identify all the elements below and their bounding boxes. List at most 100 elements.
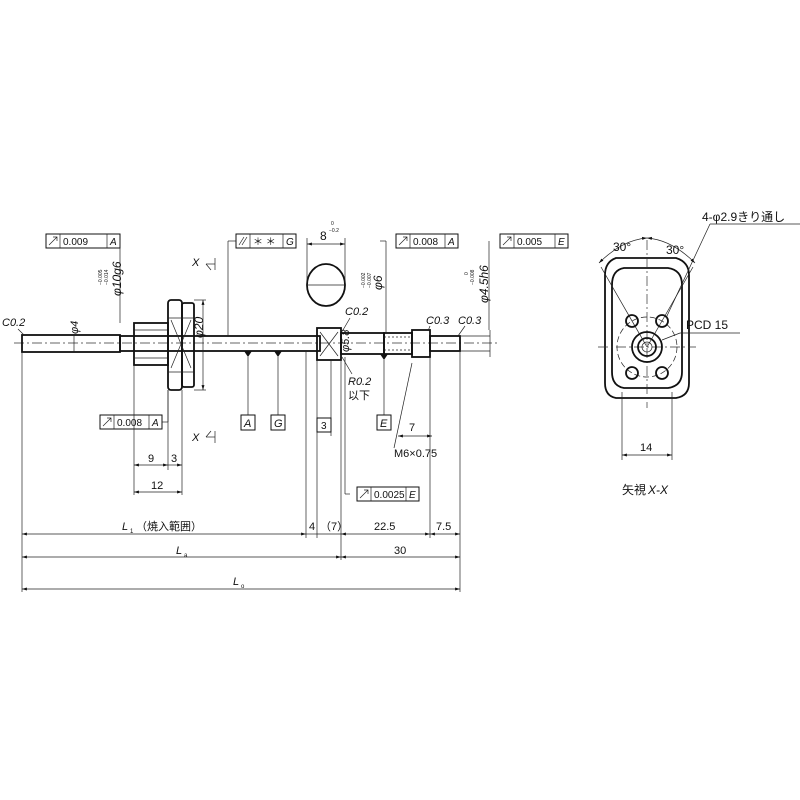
dim-30: 30 [394,545,406,557]
phi5-label: φ5.8 [340,329,352,352]
phi20-label: φ20 [192,316,206,338]
angle-right: 30° [666,243,684,257]
phi45-tol-up: 0 [464,272,470,275]
tolerance-datum: A [109,237,117,248]
dim-8-tol-lo: −0.2 [329,228,339,234]
section-mark-bottom: X [191,432,200,444]
tolerance-value: 0.0025 [374,490,405,501]
phi45-tol-lo: −0.008 [470,269,476,285]
r02-note: 以下 [348,390,370,402]
left-thread-section [21,334,121,353]
chamfer-c02-left: C0.2 [2,317,25,329]
l1-symbol: L [122,521,128,533]
pcd-circle [616,316,678,378]
phi10-tol-up: −0.005 [98,269,104,285]
tolerance-frame-tf-00025-e: 0.0025 E [356,486,420,502]
r02-label: R0.2 [348,376,371,388]
dim-3-box [316,417,332,433]
nut-body [133,322,169,366]
bore-inner [637,337,657,357]
view-caption-prefix: 矢視 [622,482,646,497]
pcd-label: PCD 15 [686,318,728,332]
phi10-tol-lo: −0.014 [104,269,110,285]
runout-icon [102,417,112,427]
dim-22-5: 22.5 [374,521,395,533]
shoulder [411,329,431,358]
feature-labels: C0.2 φ4 φ10g6 −0.005 −0.014 φ20 C0.2 φ5.… [2,261,491,460]
phi6-tol-lo: −0.007 [367,272,373,288]
tolerance-datum: A [447,237,455,248]
dimensions: 9 3 12 3 L 1 （焼入範囲） 4 （7） 22.5 7.5 L a 3… [21,351,461,592]
phi6-label: φ6 [371,275,385,290]
phi10g6-label: φ10g6 [110,261,124,296]
mount-hole-4 [655,366,669,380]
tolerance-value: 0.005 [517,237,542,248]
view-caption-name: X-X [647,483,669,497]
m6-thread-label: M6×0.75 [394,448,437,460]
flange-face [611,267,683,389]
width-14: 14 [640,442,652,454]
chamfer-c03-a: C0.3 [426,315,450,327]
holes-note: 4-φ2.9きり通し [702,210,785,224]
bore-core [641,341,653,353]
mount-hole-2 [655,314,669,328]
datum-a-letter: A [243,418,251,430]
datum-markers: A G E [240,351,392,431]
dim-12: 12 [151,480,163,492]
dim-8-label: 8 [320,229,327,243]
datum-g-letter: G [274,418,283,430]
phi6-tol-up: −0.002 [361,272,367,288]
dim-3-flange: 3 [171,453,177,465]
l1-subscript: 1 [130,529,134,535]
tolerance-frame-tf-0008-a-top: 0.008 A [395,233,459,249]
parallelism-icon [238,236,248,246]
dim-8-tol-up: 0 [331,221,334,227]
lo-subscript: o [241,584,245,590]
tolerance-datum: E [409,490,416,501]
angle-left: 30° [613,240,631,254]
tolerance-datum: E [558,237,565,248]
section-mark-top: X [191,257,200,269]
phi45h6-label: φ4.5h6 [477,265,491,303]
dim-7-thread: 7 [409,422,415,434]
side-view: 30° 30° 4-φ2.9きり通し PCD 15 14 矢視 X-X [598,210,800,497]
l1-note: （焼入範囲） [136,519,202,533]
section-arrows: X X [191,257,216,444]
tolerance-frame-tf-stars-g: ＊ ＊G [235,233,297,249]
datum-a-box [240,414,256,431]
chamfer-c02-right: C0.2 [345,306,368,318]
m6-thread [383,332,413,355]
dim-9: 9 [148,453,154,465]
dim-4: 4 [309,521,315,533]
runout-icon [48,236,58,246]
screw-shaft [119,335,321,352]
datum-e-box [376,414,392,431]
datum-e-letter: E [380,418,388,430]
end-phi45 [429,335,461,352]
tolerance-datum: A [151,418,159,429]
mount-hole-1 [625,314,639,328]
tolerance-value: 0.008 [117,418,142,429]
dim-7-ref: （7） [320,520,348,533]
nut-flange-side [181,302,195,388]
tolerance-frame-tf-0005-e: 0.005 E [499,233,569,249]
chamfer-c03-b: C0.3 [458,315,482,327]
tolerance-value: 0.009 [63,237,88,248]
lo-symbol: L [233,576,239,588]
runout-icon [398,236,408,246]
bore-outer [631,331,663,363]
dim-7-5: 7.5 [436,521,451,533]
d-cut-section: 8 0 −0.2 [306,221,346,307]
dim-3-bearing: 3 [321,421,327,432]
tolerance-value: ＊ ＊ [253,237,276,248]
phi4-label: φ4 [69,321,81,334]
datum-g-box [270,414,286,431]
tolerance-frame-tf-0008-a-low: 0.008 A [99,414,163,430]
mount-hole-3 [625,366,639,380]
tolerance-value: 0.008 [413,237,438,248]
la-symbol: L [176,545,182,557]
runout-icon [502,236,512,246]
la-subscript: a [184,553,188,559]
tolerance-frame-tf-0009-a: 0.009 A [45,233,121,249]
